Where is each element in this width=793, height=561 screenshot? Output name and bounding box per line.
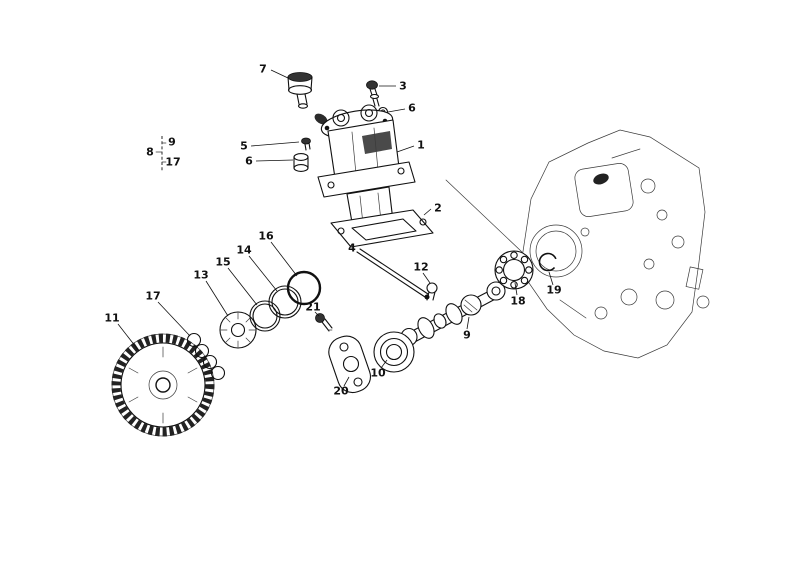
part-callout-6a[interactable]: 6	[408, 101, 416, 115]
gasket-drawing	[330, 209, 434, 248]
part-callout-8[interactable]: 8	[146, 145, 154, 159]
drive-gear-drawing	[111, 333, 215, 437]
small-rings-drawing	[186, 332, 226, 381]
part-callout-4[interactable]: 4	[348, 241, 356, 255]
tappet-drawing	[426, 282, 438, 301]
part-callout-17b[interactable]: 17	[145, 289, 161, 303]
part-callout-1[interactable]: 1	[417, 138, 425, 152]
pump-fittings-drawing	[293, 137, 311, 172]
part-callout-5[interactable]: 5	[240, 139, 248, 153]
part-callout-3[interactable]: 3	[399, 79, 407, 93]
part-callout-9a[interactable]: 9	[168, 135, 176, 149]
part-callout-16[interactable]: 16	[258, 229, 274, 243]
part-callout-12[interactable]: 12	[413, 260, 429, 274]
engine-block-drawing	[445, 129, 710, 359]
part-callout-20[interactable]: 20	[333, 384, 349, 398]
small-bolt-drawing	[315, 313, 333, 332]
shim-rings-drawing	[249, 270, 322, 332]
part-callout-2[interactable]: 2	[434, 201, 442, 215]
callout-bracket-drawing	[155, 136, 167, 171]
part-callout-9b[interactable]: 9	[463, 328, 471, 342]
part-callout-10[interactable]: 10	[370, 366, 386, 380]
part-callout-14[interactable]: 14	[236, 243, 252, 257]
part-callout-19[interactable]: 19	[546, 283, 562, 297]
bearing-race-drawing	[373, 331, 415, 373]
part-callout-21[interactable]: 21	[305, 300, 321, 314]
washer-disc-drawing	[219, 311, 257, 349]
part-callout-13[interactable]: 13	[193, 268, 209, 282]
flange-plate-drawing	[328, 335, 371, 394]
part-callout-6b[interactable]: 6	[245, 154, 253, 168]
pushrod-drawing	[356, 248, 430, 300]
part-callout-15[interactable]: 15	[215, 255, 231, 269]
part-callout-18[interactable]: 18	[510, 294, 526, 308]
part-callout-11[interactable]: 11	[104, 311, 120, 325]
pump-cap-drawing	[287, 72, 328, 125]
part-callout-7[interactable]: 7	[259, 62, 267, 76]
part-callout-17a[interactable]: 17	[165, 155, 181, 169]
leader-lines	[117, 69, 554, 387]
ball-bearing-drawing	[494, 250, 534, 290]
bolt-and-washer-drawing	[366, 80, 389, 118]
snap-ring-drawing	[538, 252, 558, 272]
